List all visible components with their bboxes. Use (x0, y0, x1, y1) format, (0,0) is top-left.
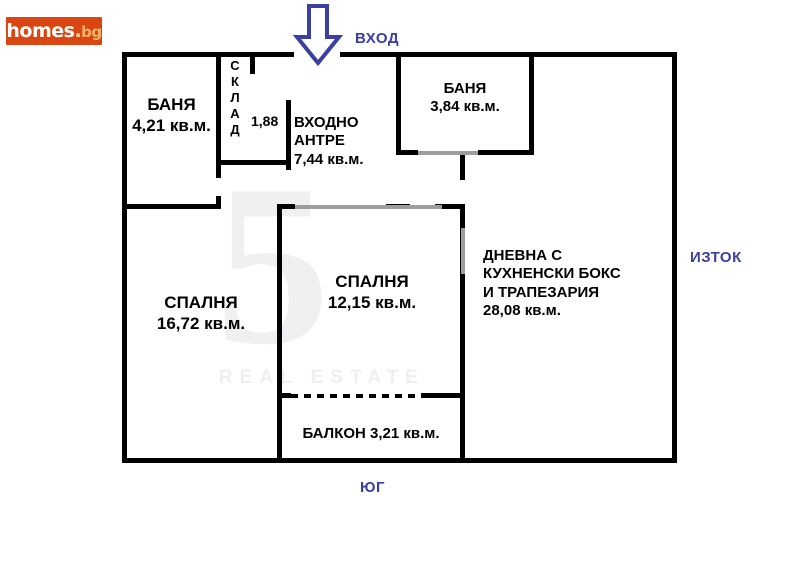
homes-bg-logo[interactable]: homes.bg (6, 17, 102, 45)
wall-bath-right-right (529, 52, 534, 155)
wall-exterior-top-right (340, 52, 677, 57)
room-label-storage-area: 1,88 (251, 113, 279, 129)
room-label-bath-right: БАНЯ 3,84 кв.м. (430, 80, 500, 116)
room-label-bedroom-middle: СПАЛНЯ 12,15 кв.м. (327, 272, 417, 312)
storage-letter-2: К (231, 74, 239, 89)
room-label-living-kitchen: ДНЕВНА С КУХНЕНСКИ БОКС И ТРАПЕЗАРИЯ 28,… (483, 247, 621, 319)
logo-homes-text: homes (6, 19, 75, 42)
wall-bath-right-bottom-left (396, 150, 418, 155)
room-label-balcony: БАЛКОН 3,21 кв.м. (302, 425, 440, 442)
room-label-bath-left: БАНЯ 4,21 кв.м. (132, 95, 211, 135)
wall-exterior-right (672, 52, 677, 463)
arrow-down-icon (293, 4, 343, 66)
label-south: ЮГ (360, 479, 385, 496)
wall-storage-right (250, 52, 255, 74)
wall-storage-bottom2 (216, 160, 291, 165)
door-bedroom-mid-top (295, 205, 442, 209)
wall-bath-left-bottom (122, 204, 221, 209)
logo-tld-text: bg (81, 22, 102, 41)
wall-exterior-top-left (122, 52, 294, 57)
wall-bath-left-right (216, 52, 221, 178)
wall-hallway-right-upper (460, 155, 465, 180)
wall-living-left (460, 204, 465, 458)
wall-exterior-left (122, 52, 127, 463)
logo-text: homes.bg (6, 19, 102, 42)
wall-bedroom-mid-top-left (277, 204, 295, 209)
wall-exterior-bottom (122, 458, 677, 463)
storage-letter-4: А (230, 106, 240, 121)
room-label-bedroom-left: СПАЛНЯ 16,72 кв.м. (156, 293, 246, 333)
room-label-hallway: ВХОДНО АНТРЕ 7,44 кв.м. (294, 114, 364, 168)
door-balcony (291, 394, 421, 398)
storage-letter-5: Д (230, 122, 240, 137)
wall-balcony-top-left (277, 393, 291, 398)
watermark-glyph: 5 (215, 137, 330, 392)
wall-hallway-left (286, 100, 291, 170)
storage-letter-3: Л (230, 90, 240, 105)
wall-bath-right-bottom-right (478, 150, 534, 155)
label-entrance: ВХОД (355, 30, 400, 47)
room-label-storage: С К Л А Д (226, 58, 244, 138)
wall-bedroom-left-right (277, 204, 282, 463)
door-bath-right (418, 151, 478, 155)
label-east: ИЗТОК (690, 249, 742, 266)
wall-living-top-stub (435, 204, 465, 209)
wall-balcony-top-right (421, 393, 465, 398)
wall-bath-right-left (396, 52, 401, 155)
wall-bath-left-bottom-stub (216, 196, 221, 209)
logo-dot: . (74, 19, 82, 42)
storage-letter-1: С (230, 58, 240, 73)
door-living-entry (461, 228, 465, 274)
watermark-subtext: REAL ESTATE (219, 367, 425, 388)
